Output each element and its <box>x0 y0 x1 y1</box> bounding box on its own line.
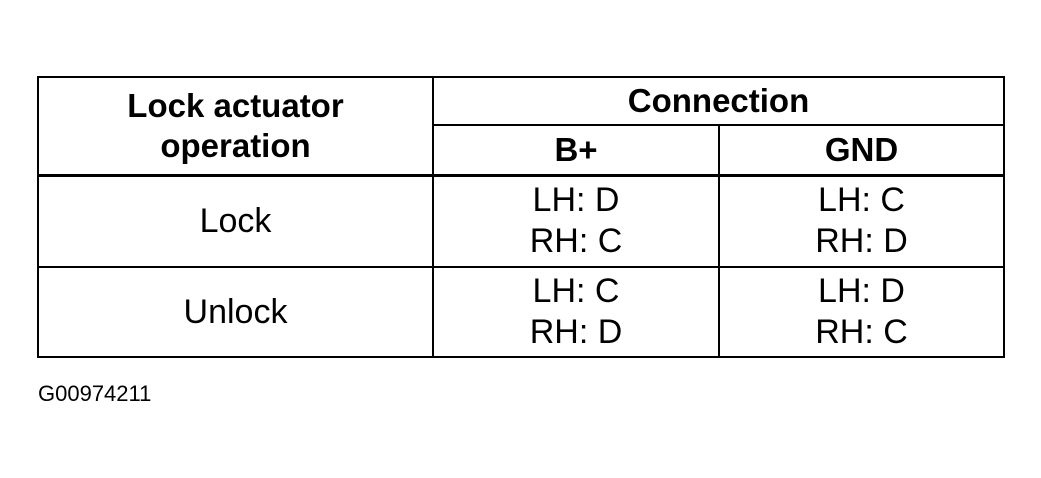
row-lock-bplus-lh: LH: D <box>532 181 620 220</box>
row-unlock-operation: Unlock <box>37 266 434 358</box>
row-unlock-bplus: LH: C RH: D <box>432 266 720 358</box>
row-unlock-bplus-lh: LH: C <box>532 272 620 310</box>
row-lock-gnd-rh: RH: D <box>815 222 908 261</box>
header-operation-line-2: operation <box>160 126 311 164</box>
row-unlock-bplus-rh: RH: D <box>529 313 623 351</box>
header-operation: Lock actuator operation <box>37 76 434 176</box>
row-unlock-gnd-rh: RH: C <box>815 313 908 351</box>
connection-table: Lock actuator operation Connection B+ GN… <box>37 76 1006 358</box>
row-unlock-gnd: LH: D RH: C <box>717 266 1006 358</box>
row-lock-gnd-lh: LH: C <box>818 181 905 220</box>
header-bplus: B+ <box>432 124 720 176</box>
figure-id: G00974211 <box>38 381 152 406</box>
header-gnd: GND <box>717 124 1006 176</box>
row-lock-bplus: LH: D RH: C <box>432 173 720 268</box>
header-connection: Connection <box>431 76 1006 126</box>
row-lock-bplus-rh: RH: C <box>529 222 623 261</box>
row-unlock-gnd-lh: LH: D <box>818 272 905 310</box>
row-lock-operation: Lock <box>37 173 434 268</box>
table-row: Lock LH: D RH: C LH: C RH: D <box>37 173 1006 268</box>
header-operation-line-1: Lock actuator <box>127 86 344 124</box>
table-row: Unlock LH: C RH: D LH: D RH: C <box>37 266 1006 358</box>
row-lock-gnd: LH: C RH: D <box>717 173 1006 268</box>
